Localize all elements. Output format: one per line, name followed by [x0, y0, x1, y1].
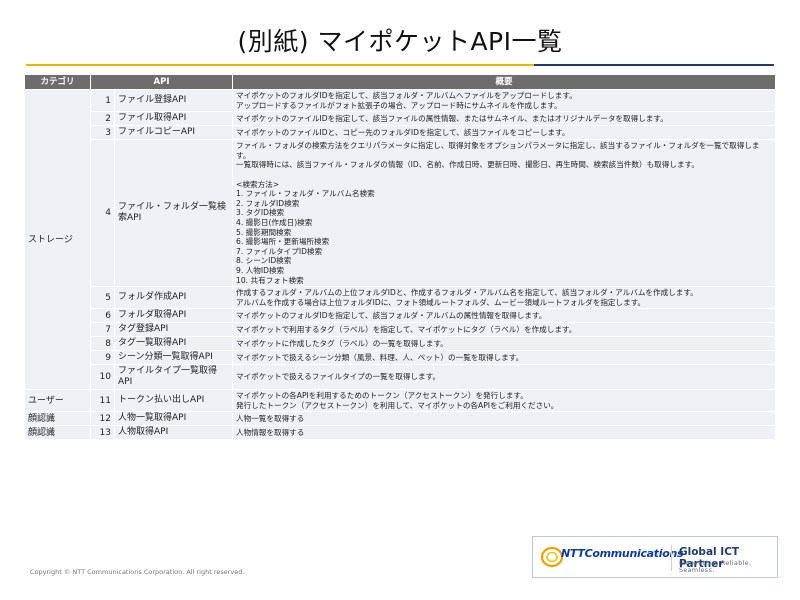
cell-summary: マイポケットのファイルIDと、コピー先のフォルダIDを指定して、該当ファイルをコ… — [232, 125, 776, 141]
cell-api-name: シーン分類一覧取得API — [113, 350, 234, 366]
cell-number: 9 — [90, 350, 115, 366]
cell-summary: 作成するフォルダ・アルバムの上位フォルダIDと、作成するフォルダ・アルバム名を指… — [232, 286, 776, 310]
cell-api-name: タグ登録API — [113, 322, 234, 338]
cell-summary: ファイル・フォルダの検索方法をクエリパラメータに指定し、取得対象をオプションパラ… — [232, 139, 776, 288]
cell-summary: マイポケットの各APIを利用するためのトークン（アクセストークン）を発行します。… — [232, 389, 776, 413]
copyright-text: Copyright © NTT Communications Corporati… — [30, 568, 245, 576]
cell-category: 顔認識 — [24, 425, 91, 441]
cell-api-name: 人物一覧取得API — [113, 411, 234, 427]
cell-number: 8 — [90, 336, 115, 352]
header-api: API — [89, 74, 234, 90]
cell-summary: マイポケットで利用するタグ（ラベル）を指定して、マイポケットにタグ（ラベル）を作… — [232, 322, 776, 338]
cell-number: 6 — [90, 308, 115, 324]
cell-api-name: フォルダ取得API — [113, 308, 234, 324]
cell-api-name: ファイル取得API — [113, 111, 234, 127]
cell-number: 3 — [90, 125, 115, 141]
cell-summary: マイポケットのフォルダIDを指定して、該当フォルダ・アルバムの属性情報を取得しま… — [232, 308, 776, 324]
cell-summary: マイポケットで扱えるシーン分類（風景、料理、人、ペット）の一覧を取得します。 — [232, 350, 776, 366]
cell-category: ユーザー — [24, 389, 91, 413]
logo-tagline-sub: Innovative. Reliable. Seamless. — [679, 560, 752, 574]
cell-number: 5 — [90, 286, 115, 310]
cell-number: 2 — [90, 111, 115, 127]
cell-summary: マイポケットに作成したタグ（ラベル）の一覧を取得します。 — [232, 336, 776, 352]
cell-number: 13 — [90, 425, 115, 441]
cell-api-name: ファイルコピーAPI — [113, 125, 234, 141]
cell-number: 7 — [90, 322, 115, 338]
cell-api-name: トークン払い出しAPI — [113, 389, 234, 413]
cell-summary: マイポケットのフォルダIDを指定して、該当フォルダ・アルバムへファイルをアップロ… — [232, 88, 776, 113]
cell-summary: マイポケットで扱えるファイルタイプの一覧を取得します。 — [232, 364, 776, 391]
cell-summary: 人物情報を取得する — [232, 425, 776, 441]
cell-category: 顔認識 — [24, 411, 91, 427]
cell-api-name: フォルダ作成API — [113, 286, 234, 310]
cell-category: ストレージ — [24, 88, 91, 391]
cell-number: 4 — [90, 139, 115, 288]
cell-number: 1 — [90, 88, 115, 113]
table-header-row: カテゴリ API 概要 — [24, 74, 776, 90]
company-logo-block: NTTCommunications Global ICT Partner Inn… — [532, 536, 778, 578]
cell-summary: 人物一覧を取得する — [232, 411, 776, 427]
ntt-globe-icon — [541, 546, 564, 568]
cell-number: 12 — [90, 411, 115, 427]
header-summary: 概要 — [232, 74, 776, 90]
cell-api-name: ファイルタイプ一覧取得API — [113, 364, 234, 391]
title-rule-gold — [26, 64, 534, 66]
cell-number: 11 — [90, 389, 115, 413]
header-category: カテゴリ — [24, 74, 91, 90]
cell-api-name: ファイル・フォルダ一覧検索API — [113, 139, 234, 288]
title-rule-navy — [534, 64, 774, 66]
cell-api-name: タグ一覧取得API — [113, 336, 234, 352]
logo-tagline-title: Global ICT Partner — [679, 546, 740, 570]
cell-api-name: 人物取得API — [113, 425, 234, 441]
logo-divider — [671, 545, 672, 571]
logo-company-name: NTTCommunications — [561, 547, 684, 560]
cell-summary: マイポケットのファイルIDを指定して、該当ファイルの属性情報、またはサムネイル、… — [232, 111, 776, 127]
page-title: (別紙) マイポケットAPI一覧 — [237, 27, 563, 56]
cell-api-name: ファイル登録API — [113, 88, 234, 113]
cell-number: 10 — [90, 364, 115, 391]
